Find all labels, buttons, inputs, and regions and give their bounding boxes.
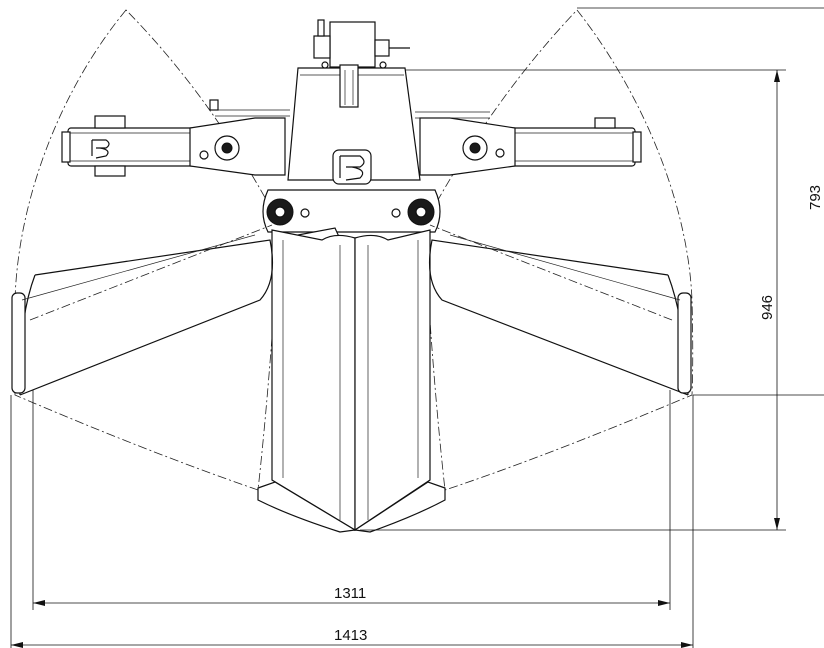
linkage-bar [262, 189, 441, 233]
dim-label-1311: 1311 [334, 585, 366, 602]
left-shell [257, 229, 357, 533]
right-open-envelope [423, 9, 694, 491]
rotator-head [287, 19, 421, 185]
right-cylinder [415, 111, 642, 176]
left-open-envelope [13, 9, 281, 491]
left-open-shell [11, 234, 274, 396]
dimension-width-inner: 1311 [32, 390, 671, 610]
right-open-shell [428, 234, 692, 396]
dimension-height-cut: 793 [577, 7, 824, 396]
dim-label-1413: 1413 [334, 627, 367, 644]
left-cylinder [61, 99, 290, 177]
dim-label-793: 793 [807, 185, 824, 210]
dimension-width-outer: 1413 [10, 395, 694, 648]
dim-label-946: 946 [759, 295, 776, 320]
right-shell [353, 229, 446, 533]
left-guide-line [29, 224, 273, 321]
dimension-height-main: 946 [360, 69, 786, 531]
right-guide-line [429, 224, 673, 321]
